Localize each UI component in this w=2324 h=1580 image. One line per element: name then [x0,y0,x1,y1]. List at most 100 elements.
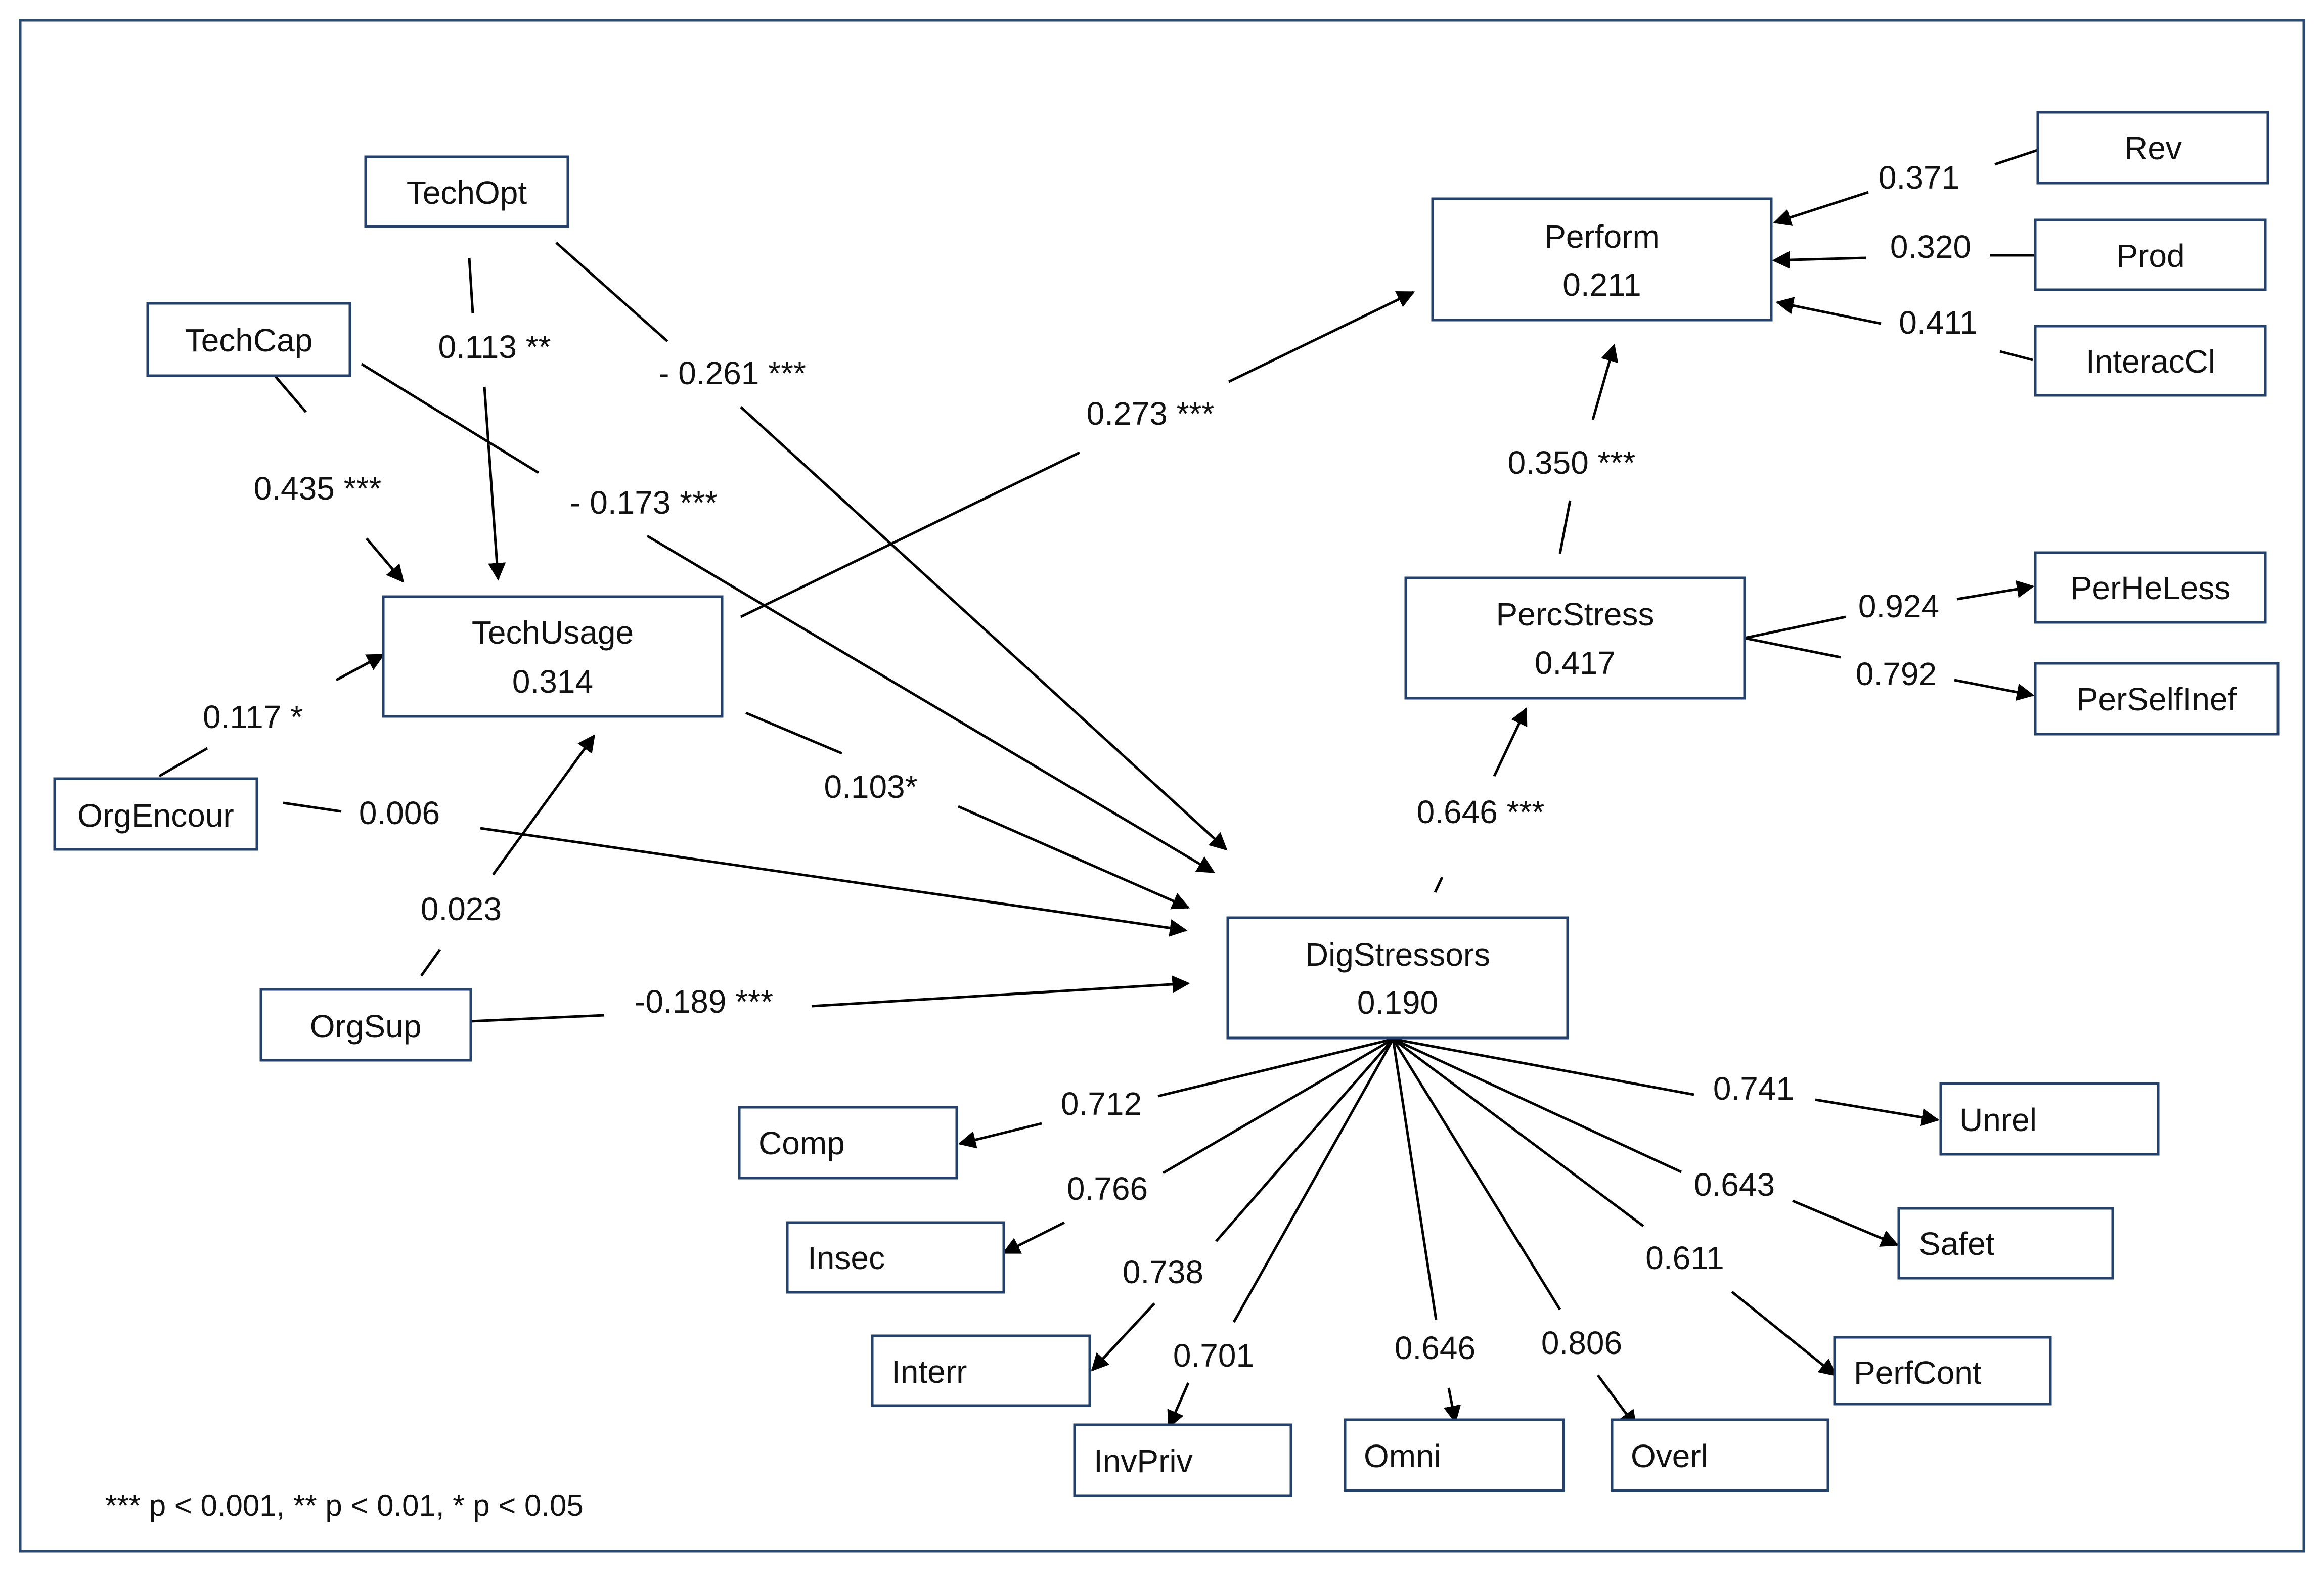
edge-percstress-perform [1558,500,1572,554]
edge-techcap-digstressors-arrow [646,534,1216,874]
node-percstress[interactable]: PercStress 0.417 [1404,576,1746,700]
edge-dig-unrel [1393,1037,1694,1096]
node-digstressors-label: DigStressors [1305,936,1490,973]
node-overl[interactable]: Overl [1611,1418,1829,1492]
node-perform-label: Perform [1544,218,1660,255]
node-orgencour[interactable]: OrgEncour [53,777,258,851]
node-techusage[interactable]: TechUsage 0.314 [382,595,724,718]
edge-rev-perform [1994,148,2041,166]
edge-label-dig-unrel: 0.741 [1713,1070,1794,1107]
node-perfcont[interactable]: PerfCont [1833,1336,2052,1406]
edge-prod-perform-arrow [1772,251,1866,269]
edge-label-percstress-perform: 0.350 *** [1508,444,1636,481]
edge-label-orgencour-digstressors: 0.006 [359,795,440,831]
edge-digstressors-percstress [1434,876,1444,893]
edge-orgencour-techusage [158,747,208,778]
node-invpriv-label: InvPriv [1094,1443,1193,1479]
significance-note: *** p < 0.001, ** p < 0.01, * p < 0.05 [105,1488,584,1522]
edge-orgencour-digstressors-arrow [480,827,1188,937]
edge-label-orgencour-techusage: 0.117 * [203,699,303,735]
edge-dig-omni-arrow [1443,1387,1461,1424]
node-safet-label: Safet [1919,1226,1995,1262]
node-perfcont-label: PerfCont [1854,1355,1982,1391]
node-digstressors[interactable]: DigStressors 0.190 [1226,916,1569,1040]
edge-techusage-perform [740,451,1081,618]
edge-techcap-digstressors [361,363,540,474]
edge-techopt-digstressors-arrow [740,406,1228,851]
node-interaccl[interactable]: InteracCl [2034,325,2267,397]
edge-percstress-perselfinef-arrow [1954,679,2035,701]
edge-dig-perfcont-arrow [1731,1291,1837,1377]
edge-orgsup-techusage [420,949,441,977]
node-techusage-value: 0.314 [512,663,593,700]
edge-label-dig-overl: 0.806 [1541,1325,1622,1361]
edge-percstress-perselfinef [1744,637,1841,659]
edge-techopt-techusage [468,257,474,314]
node-omni[interactable]: Omni [1344,1418,1565,1492]
edge-label-techusage-digstressors: 0.103* [824,769,917,805]
edge-percstress-perform-arrow [1591,343,1619,420]
edge-techusage-digstressors [745,711,842,755]
edge-dig-invpriv [1232,1038,1395,1323]
node-perselfinef[interactable]: PerSelfInef [2034,662,2280,736]
edge-techopt-techusage-arrow [483,386,506,581]
edge-orgsup-digstressors [470,1014,605,1023]
node-techcap[interactable]: TechCap [146,302,351,377]
node-unrel-label: Unrel [1959,1102,2037,1138]
node-perselfinef-label: PerSelfInef [2077,681,2237,717]
edge-dig-interr [1215,1038,1394,1242]
node-techopt[interactable]: TechOpt [364,155,569,228]
edge-techusage-perform-arrow [1228,291,1415,383]
edge-techcap-techusage-arrow [366,537,405,583]
edge-label-interaccl-perform: 0.411 [1899,304,1977,341]
node-prod[interactable]: Prod [2034,218,2267,291]
node-interr[interactable]: Interr [871,1334,1091,1407]
node-rev[interactable]: Rev [2036,111,2269,185]
edge-interaccl-perform [1999,350,2033,362]
nodes: TechOpt TechCap TechUsage 0.314 OrgEncou… [53,111,2280,1497]
edge-dig-unrel-arrow [1815,1098,1940,1126]
edge-dig-insec [1162,1037,1394,1175]
edge-dig-comp-arrow [958,1122,1042,1149]
node-perform[interactable]: Perform 0.211 [1431,197,1773,322]
node-rev-label: Rev [2124,130,2182,166]
edge-label-rev-perform: 0.371 [1879,159,1959,196]
node-interaccl-label: InteracCl [2086,343,2215,380]
edge-dig-invpriv-arrow [1167,1382,1190,1429]
node-perheless-label: PerHeLess [2071,570,2231,606]
node-unrel[interactable]: Unrel [1939,1082,2160,1156]
edge-orgencour-techusage-arrow [335,653,385,682]
edge-label-dig-safet: 0.643 [1694,1166,1775,1203]
node-insec[interactable]: Insec [786,1221,1005,1294]
edge-label-dig-comp: 0.712 [1061,1086,1142,1122]
edge-percstress-perheless-arrow [1956,580,2035,601]
edge-label-techopt-techusage: 0.113 ** [438,329,551,365]
edge-label-percstress-perheless: 0.924 [1858,588,1939,624]
node-overl-label: Overl [1631,1438,1708,1474]
edge-techusage-digstressors-arrow [957,805,1190,910]
node-digstressors-value: 0.190 [1357,984,1438,1021]
edge-label-techcap-digstressors: - 0.173 *** [570,484,718,521]
node-invpriv[interactable]: InvPriv [1073,1423,1292,1497]
node-techopt-label: TechOpt [407,174,527,211]
node-comp[interactable]: Comp [738,1106,958,1180]
edge-label-dig-invpriv: 0.701 [1173,1337,1254,1374]
edge-dig-safet [1392,1037,1682,1173]
node-orgsup[interactable]: OrgSup [259,988,472,1062]
edge-orgsup-techusage-arrow [491,734,596,876]
edge-label-dig-interr: 0.738 [1123,1254,1203,1290]
edge-dig-overl-arrow [1596,1374,1637,1428]
node-safet[interactable]: Safet [1897,1207,2114,1280]
edge-label-prod-perform: 0.320 [1890,229,1971,265]
node-perheless[interactable]: PerHeLess [2034,551,2267,624]
diagram-frame [19,19,2305,1553]
edge-label-techusage-perform: 0.273 *** [1087,395,1215,432]
edge-percstress-perheless [1744,615,1846,640]
edge-label-techcap-techusage: 0.435 *** [254,470,382,507]
edge-dig-safet-arrow [1792,1199,1899,1247]
edge-label-digstressors-percstress: 0.646 *** [1417,794,1545,830]
edge-label-orgsup-techusage: 0.023 [421,891,502,927]
edge-dig-overl [1392,1038,1561,1311]
node-techcap-label: TechCap [185,322,313,358]
